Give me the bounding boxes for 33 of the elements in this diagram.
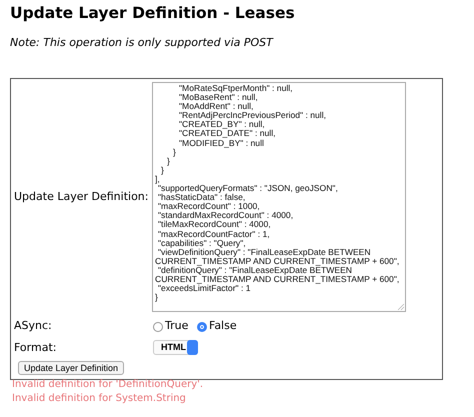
dropdown-select: HTML [153,340,198,355]
code-line: "MODIFIED_BY" : null [178,138,265,148]
code-line: "MoRateSqFtperMonth" : null, [178,84,294,94]
field-label: ASync: [14,319,52,332]
code-line: "maxRecordCount" : 1000, [157,202,261,212]
error-message: Invalid definition for 'DefinitionQuery'. [12,379,204,390]
code-line: "capabilities" : "Query", [157,238,247,248]
code-line: "definitionQuery" : "FinalLeaseExpDate BETWEEN CURRENT_TIMESTAMP AND CURRENT_TIMESTAMP + 600", [155,266,400,284]
field-label: Update Layer Definition: [14,190,148,203]
code-line: "CREATED_BY" : null, [178,120,265,130]
code-line: } [160,166,165,175]
option-label: True [165,319,188,332]
submit-button: Update Layer Definition [18,361,124,375]
code-line: } [166,156,171,166]
code-line: "supportedQueryFormats" : "JSON, geoJSON", [158,184,339,194]
code-line: "tileMaxRecordCount" : 4000, [157,220,272,230]
code-line: "CREATED_DATE" : null, [178,129,277,139]
code-line: "RentAdjPercIncPreviousPeriod" : null, [178,111,328,120]
code-line: "hasStaticData" : false, [157,193,246,202]
code-line: "MoAddRent" : null, [178,102,254,112]
field-label: Format: [14,341,56,354]
code-line: } [172,148,177,157]
code-line: "maxRecordCountFactor" : 1, [157,230,271,239]
error-message: Invalid definition for System.String [12,393,186,404]
code-line: ], [155,174,161,184]
code-line: "MoBaseRent" : null, [178,93,258,102]
code-line: "standardMaxRecordCount" : 4000, [157,211,294,220]
code-line: } [155,293,159,302]
code-line: "viewDefinitionQuery" : "FinalLeaseExpDate BETWEEN CURRENT_TIMESTAMP AND CURRENT_TIMESTAMP + 600", [155,248,400,266]
note-text: Note: This operation is only supported via POST [10,36,273,49]
code-line: "exceedsLimitFactor" : 1 [158,284,252,294]
page-title: Update Layer Definition - Leases [10,4,295,22]
option-label: False [209,319,237,332]
